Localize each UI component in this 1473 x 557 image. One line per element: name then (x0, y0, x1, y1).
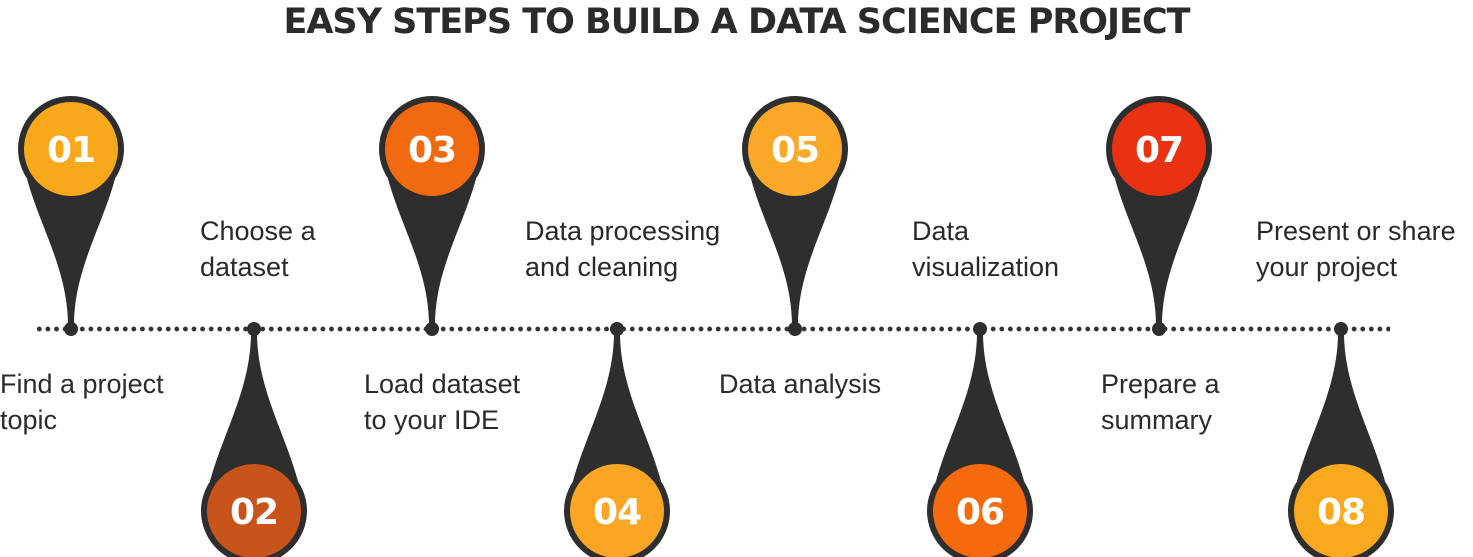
pin-tail (1297, 335, 1385, 481)
pin-face (207, 464, 301, 557)
pin-anchor-dot (64, 322, 78, 336)
page-title: EASY STEPS TO BUILD A DATA SCIENCE PROJE… (283, 2, 1190, 42)
pin-face (748, 102, 842, 196)
pin-anchor-dot (1152, 322, 1166, 336)
step-number-02: 02 (230, 492, 278, 533)
step-label-05: Data analysis (719, 369, 882, 399)
pin-face (1294, 464, 1388, 557)
step-pin-07: 07 (1106, 96, 1212, 336)
step-number-08: 08 (1317, 492, 1365, 533)
step-label-04: Data processing and cleaning (525, 216, 721, 282)
pin-anchor-dot (610, 322, 624, 336)
step-label-03: Load dataset to your IDE (364, 369, 521, 435)
pin-tail (27, 179, 115, 323)
pin-tail (388, 179, 476, 323)
pin-face (570, 464, 664, 557)
step-number-04: 04 (593, 492, 641, 533)
pin-face (933, 464, 1027, 557)
step-pin-03: 03 (379, 96, 485, 336)
step-number-01: 01 (47, 130, 95, 171)
pin-anchor-dot (973, 322, 987, 336)
dotted-timeline (35, 326, 1390, 332)
step-label-06: Data visualization (912, 216, 1060, 282)
step-pin-06: 06 (927, 322, 1033, 557)
pin-tail (573, 335, 661, 481)
pin-tail (210, 335, 298, 481)
step-pin-04: 04 (564, 322, 670, 557)
step-label-01: Find a project topic (0, 369, 164, 435)
pin-anchor-dot (1334, 322, 1348, 336)
pin-face (1112, 102, 1206, 196)
step-pin-01: 01 (18, 96, 124, 336)
pin-tail (751, 179, 839, 323)
pin-tail (936, 335, 1024, 481)
pin-face (24, 102, 118, 196)
pin-anchor-dot (788, 322, 802, 336)
pin-tail (1115, 179, 1203, 323)
step-label-07: Prepare a summary (1101, 369, 1220, 435)
step-label-08: Present or share your project (1256, 216, 1456, 282)
pin-face (385, 102, 479, 196)
step-label-02: Choose a dataset (200, 216, 316, 282)
step-number-05: 05 (771, 130, 819, 171)
step-number-07: 07 (1135, 130, 1183, 171)
step-number-03: 03 (408, 130, 456, 171)
step-pin-05: 05 (742, 96, 848, 336)
step-number-06: 06 (956, 492, 1004, 533)
pin-anchor-dot (247, 322, 261, 336)
step-pin-08: 08 (1288, 322, 1394, 557)
pin-anchor-dot (425, 322, 439, 336)
step-pin-02: 02 (201, 322, 307, 557)
